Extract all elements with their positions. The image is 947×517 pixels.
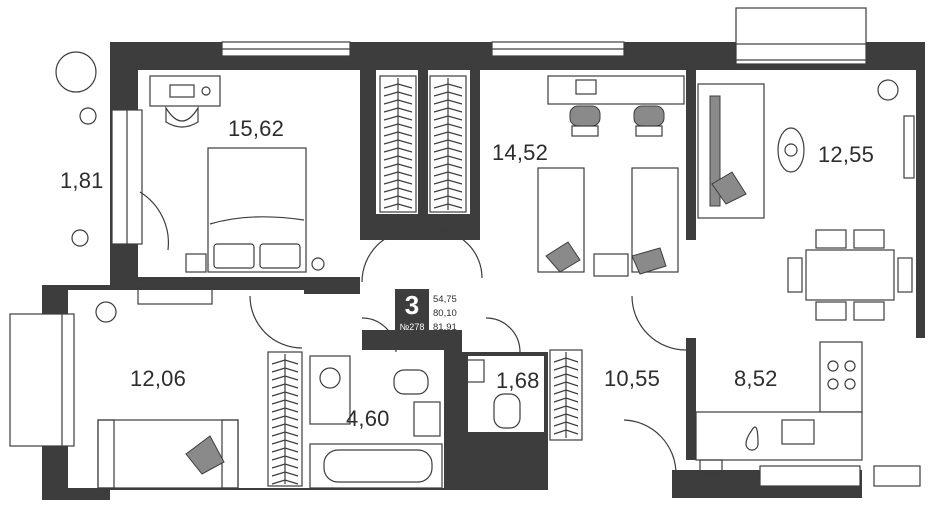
room-count-box: 3 №278 [395,289,429,341]
area-summary-total: 80,10 [433,308,457,319]
children-furniture [537,75,685,277]
area-summary-with-balcony: 81,91 [433,322,457,333]
doors [139,191,687,475]
living-furniture [697,79,915,321]
area-label-living-room: 12,55 [818,142,875,167]
area-summary: 54,75 80,10 81,91 [433,293,457,335]
bathroom-fixtures [309,355,521,489]
windows [9,7,921,487]
balcony-furniture [55,51,97,247]
bedroom-furniture [149,75,325,273]
area-label-bathroom: 4,60 [346,406,390,431]
area-label-children-room: 14,52 [492,140,549,165]
apartment-number: №278 [399,322,425,332]
area-label-hallway: 10,55 [604,366,661,391]
area-label-toilet: 1,68 [496,368,540,393]
area-label-kitchen: 8,52 [734,366,778,391]
room-count: 3 [404,290,420,320]
kitchen-furniture [695,341,863,475]
area-label-bedroom: 15,62 [228,116,285,141]
area-summary-living: 54,75 [433,294,457,305]
wardrobes [267,75,583,487]
apartment-badge: 3 №278 54,75 80,10 81,91 [395,289,465,341]
left-room-furniture [95,287,239,489]
area-label-room-left: 12,06 [130,366,187,391]
area-label-balcony: 1,81 [60,168,104,193]
